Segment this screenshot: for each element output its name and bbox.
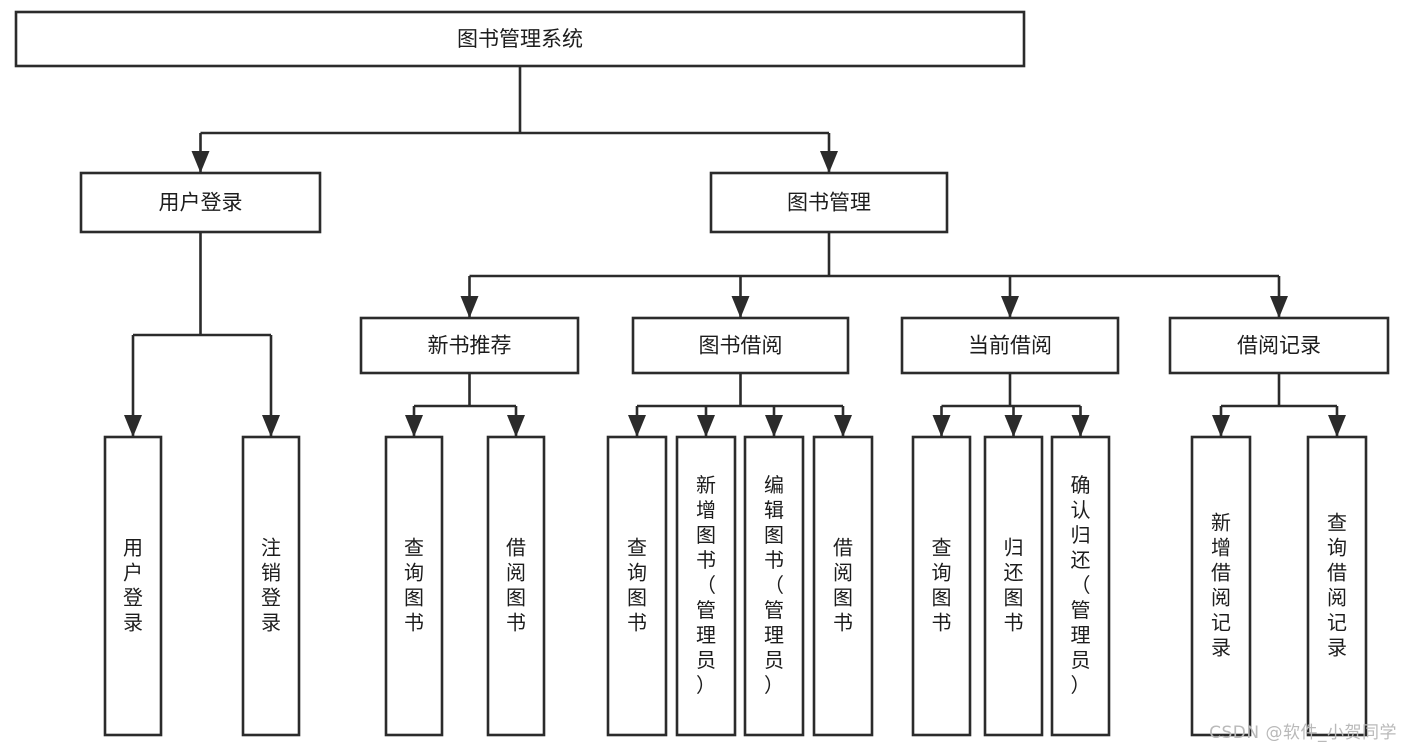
node-label: 借阅记录 [1237, 334, 1321, 358]
node-label: 归还图书 [1004, 535, 1024, 634]
edge-arrow-icon [405, 415, 423, 437]
edge-arrow-icon [820, 151, 838, 173]
node-box [1306, 435, 1368, 737]
node-box [812, 435, 874, 737]
node-label: 借阅图书 [833, 535, 853, 634]
node-box [709, 171, 949, 234]
node-label: 新增借阅记录 [1211, 510, 1231, 659]
node-leaf-logout[interactable]: 注销登录 [241, 435, 301, 737]
node-box [14, 10, 1026, 68]
edge-arrow-icon [191, 151, 210, 173]
node-box [631, 316, 850, 375]
node-box [675, 435, 737, 737]
node-label: 注销登录 [261, 535, 281, 634]
node-label: 用户登录 [159, 191, 243, 215]
node-borrow-record[interactable]: 借阅记录 [1168, 316, 1390, 375]
node-box [983, 435, 1044, 737]
edge-arrow-icon [1212, 415, 1230, 437]
edge-arrow-icon [1004, 415, 1023, 437]
node-box [900, 316, 1120, 375]
node-layer: 图书管理系统用户登录图书管理新书推荐图书借阅当前借阅借阅记录用户登录注销登录查询… [14, 10, 1390, 737]
node-label: 新书推荐 [428, 334, 512, 358]
node-label: 图书借阅 [699, 334, 783, 358]
node-new-book-recommend[interactable]: 新书推荐 [359, 316, 580, 375]
node-leaf-add-borrow-record[interactable]: 新增借阅记录 [1190, 435, 1252, 737]
edge-arrow-icon [697, 415, 715, 437]
node-leaf-borrow-book[interactable]: 借阅图书 [812, 435, 874, 737]
edge-arrow-icon [1071, 415, 1090, 437]
node-label: 查询图书 [627, 535, 647, 634]
edge-arrow-icon [628, 415, 646, 437]
node-leaf-query-book-borrow[interactable]: 查询图书 [606, 435, 668, 737]
node-leaf-query-borrow-record[interactable]: 查询借阅记录 [1306, 435, 1368, 737]
edge-arrow-icon [932, 415, 951, 437]
edge-arrow-icon [507, 415, 525, 437]
node-label: 当前借阅 [968, 334, 1052, 358]
node-label: 图书管理 [787, 191, 871, 215]
node-box [103, 435, 163, 737]
node-box [911, 435, 972, 737]
node-leaf-borrow-book-recommend[interactable]: 借阅图书 [486, 435, 546, 737]
node-user-login[interactable]: 用户登录 [79, 171, 322, 234]
node-current-borrow[interactable]: 当前借阅 [900, 316, 1120, 375]
node-box [79, 171, 322, 234]
node-label: 编辑图书（管理员） [764, 473, 784, 697]
node-label: 确认归还（管理员） [1071, 473, 1091, 697]
watermark-label: CSDN @软件_小贺同学 [1209, 723, 1397, 743]
node-label: 查询图书 [932, 535, 952, 634]
node-label: 用户登录 [123, 535, 143, 634]
node-box [241, 435, 301, 737]
node-box [743, 435, 805, 737]
edge-arrow-icon [765, 415, 783, 437]
edge-layer [124, 66, 1346, 437]
edge-arrow-icon [124, 415, 142, 437]
node-label: 查询借阅记录 [1327, 510, 1347, 659]
node-leaf-add-book[interactable]: 新增图书（管理员） [675, 435, 737, 737]
node-label: 查询图书 [404, 535, 424, 634]
node-leaf-query-book-recommend[interactable]: 查询图书 [384, 435, 444, 737]
node-label: 借阅图书 [506, 535, 526, 634]
node-leaf-return-book[interactable]: 归还图书 [983, 435, 1044, 737]
node-book-management[interactable]: 图书管理 [709, 171, 949, 234]
node-leaf-edit-book[interactable]: 编辑图书（管理员） [743, 435, 805, 737]
edge-arrow-icon [262, 415, 280, 437]
node-box [1050, 435, 1111, 737]
node-box [1190, 435, 1252, 737]
edge-arrow-icon [1328, 415, 1346, 437]
edge-arrow-icon [1001, 296, 1019, 318]
node-box [1168, 316, 1390, 375]
node-box [384, 435, 444, 737]
node-label: 新增图书（管理员） [696, 473, 716, 697]
edge-arrow-icon [834, 415, 852, 437]
node-leaf-query-book-current[interactable]: 查询图书 [911, 435, 972, 737]
edge-arrow-icon [731, 296, 750, 318]
node-leaf-confirm-return[interactable]: 确认归还（管理员） [1050, 435, 1111, 737]
node-box [359, 316, 580, 375]
node-leaf-user-login[interactable]: 用户登录 [103, 435, 163, 737]
edge-arrow-icon [1270, 296, 1288, 318]
node-label: 图书管理系统 [457, 27, 583, 51]
node-book-borrow[interactable]: 图书借阅 [631, 316, 850, 375]
node-box [606, 435, 668, 737]
node-root[interactable]: 图书管理系统 [14, 10, 1026, 68]
node-box [486, 435, 546, 737]
edge-arrow-icon [460, 296, 479, 318]
